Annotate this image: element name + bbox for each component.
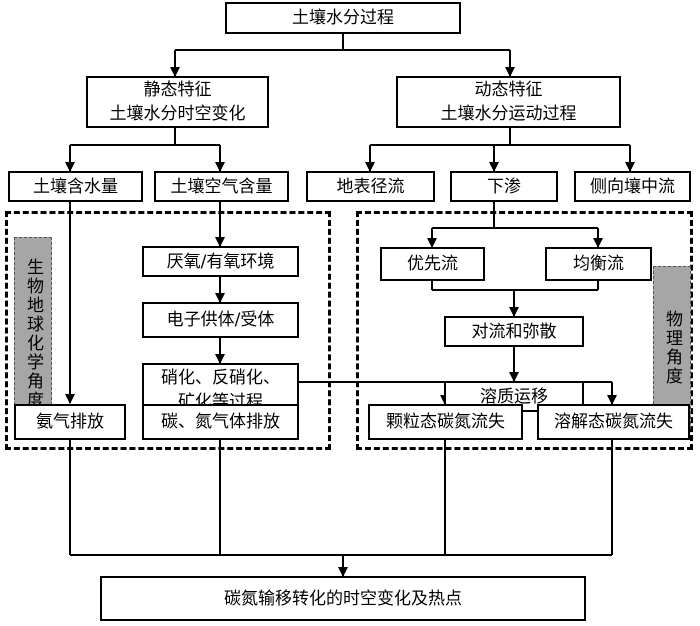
convection-dispersion-node: 对流和弥散 bbox=[444, 316, 584, 347]
ammonia-emission-node: 氨气排放 bbox=[14, 404, 126, 440]
particulate-loss-node: 颗粒态碳氮流失 bbox=[368, 404, 523, 440]
interflow-node: 侧向壤中流 bbox=[574, 171, 691, 202]
soil-air-content-node: 土壤空气含量 bbox=[154, 171, 289, 202]
preferential-flow-node: 优先流 bbox=[380, 247, 485, 281]
uniform-flow-node: 均衡流 bbox=[545, 247, 652, 281]
infiltration-node: 下渗 bbox=[450, 171, 558, 202]
electron-donor-acceptor-node: 电子供体/受体 bbox=[142, 302, 299, 338]
soil-water-content-node: 土壤含水量 bbox=[8, 171, 143, 202]
physical-label: 物理角度 bbox=[653, 266, 691, 429]
static-features-node: 静态特征 土壤水分时空变化 bbox=[86, 76, 269, 128]
dissolved-loss-node: 溶解态碳氮流失 bbox=[537, 404, 690, 440]
biogeochemical-region bbox=[5, 211, 331, 450]
root-node: 土壤水分过程 bbox=[225, 2, 461, 34]
carbon-nitrogen-gas-node: 碳、氮气体排放 bbox=[142, 404, 299, 440]
biogeochemical-label: 生物地球化学角度 bbox=[14, 237, 52, 430]
dynamic-features-node: 动态特征 土壤水分运动过程 bbox=[396, 76, 621, 128]
spatiotemporal-hotspots-node: 碳氮输移转化的时空变化及热点 bbox=[100, 576, 586, 621]
surface-runoff-node: 地表径流 bbox=[306, 171, 435, 202]
anaerobic-aerobic-node: 厌氧/有氧环境 bbox=[142, 246, 299, 277]
physical-region bbox=[356, 211, 693, 450]
